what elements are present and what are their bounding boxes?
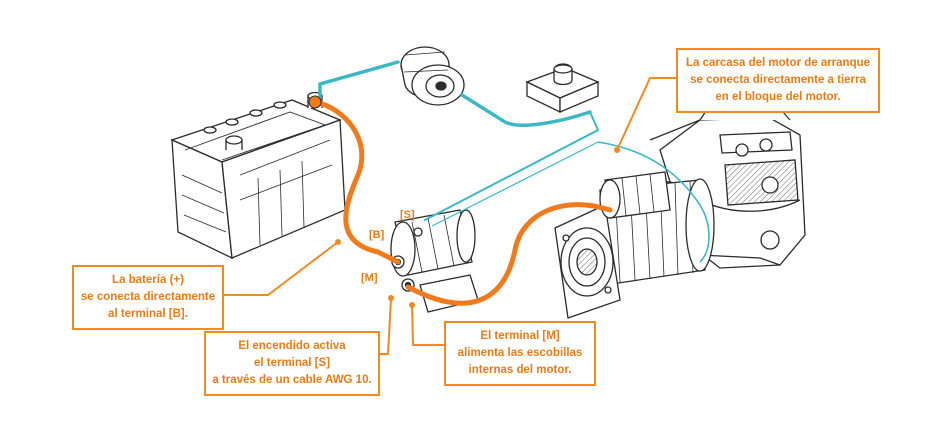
callout-ignition: El encendido activa el terminal [S] a tr… <box>204 331 380 396</box>
s-terminal-wire <box>424 111 600 221</box>
leader-starter-housing <box>616 77 676 151</box>
callout-terminal-m-line: alimenta las escobillas <box>457 347 583 359</box>
terminal-m-label: [M] <box>361 272 378 284</box>
wiring <box>308 60 710 306</box>
ground-wire <box>597 141 710 263</box>
ignition-feed-wire <box>318 60 400 102</box>
callout-starter-housing-line: se conecta directamente a tierra <box>690 74 866 86</box>
leader-battery <box>218 241 339 296</box>
leader-dots <box>335 147 620 308</box>
callout-battery-line: se conecta directamente <box>80 291 216 303</box>
leader-terminal-m <box>411 304 444 346</box>
callout-ignition-line: El encendido activa <box>238 340 346 352</box>
ignition-switch-icon <box>400 46 465 106</box>
callout-ignition-line: a través de un cable AWG 10. <box>212 374 372 386</box>
callout-starter-housing-line: La carcasa del motor de arranque <box>685 57 871 69</box>
battery-icon <box>170 91 346 260</box>
s-terminal-wire-2 <box>431 141 599 227</box>
leader-ignition <box>378 297 392 355</box>
callout-terminal-m: El terminal [M] alimenta las escobillas … <box>444 321 596 386</box>
motor-cable <box>405 202 613 306</box>
push-button-icon <box>525 63 600 114</box>
callout-terminal-m-line: El terminal [M] <box>480 330 560 342</box>
terminal-b-label: [B] <box>369 229 385 241</box>
callout-starter-housing: La carcasa del motor de arranque se cone… <box>676 48 880 113</box>
leader-lines <box>218 77 676 355</box>
callout-ignition-line: el terminal [S] <box>253 357 331 369</box>
starter-motor-icon <box>554 171 715 319</box>
callout-starter-housing-line: en el bloque del motor. <box>715 91 841 103</box>
callout-battery-line: La batería (+) <box>112 274 184 286</box>
callout-battery: La batería (+) se conecta directamente a… <box>72 265 224 330</box>
callout-terminal-m-line: internas del motor. <box>468 364 572 376</box>
callout-battery-line: al terminal [B]. <box>108 308 188 320</box>
terminal-s-label: [S] <box>400 209 415 221</box>
ignition-to-button-wire <box>460 93 592 128</box>
battery-cable <box>312 99 401 265</box>
